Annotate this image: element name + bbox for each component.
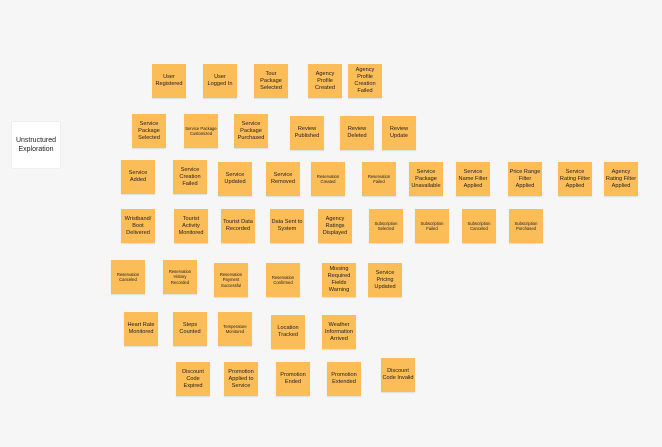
sticky-note[interactable]: Tourist Activity Monitored	[174, 209, 208, 243]
sticky-note[interactable]: Agency Ratings Displayed	[318, 209, 352, 243]
sticky-note[interactable]: Reservation Payment Successful	[214, 263, 248, 297]
sticky-note[interactable]: Subscription Failed	[415, 209, 449, 243]
sticky-note[interactable]: Review Deleted	[340, 116, 374, 150]
sticky-note[interactable]: Service Removed	[266, 162, 300, 196]
sticky-note[interactable]: Reservation History Recorded	[163, 260, 197, 294]
sticky-note[interactable]: Agency Profile Created	[308, 64, 342, 98]
sticky-note[interactable]: Location Tracked	[271, 315, 305, 349]
sticky-note[interactable]: Service Pricing Updated	[368, 263, 402, 297]
sticky-note[interactable]: Agency Profile Creation Failed	[348, 64, 382, 98]
sticky-note[interactable]: Discount Code Expired	[176, 362, 210, 396]
sticky-note[interactable]: Temperature Monitored	[218, 312, 252, 346]
sticky-note[interactable]: Subscription Selected	[369, 209, 403, 243]
sticky-note[interactable]: Service Added	[121, 160, 155, 194]
sticky-note[interactable]: Promotion Applied to Service	[224, 362, 258, 396]
sticky-note[interactable]: Review Update	[382, 116, 416, 150]
sticky-note[interactable]: Tourist Data Recorded	[221, 209, 255, 243]
sticky-note[interactable]: Price Range Filter Applied	[508, 162, 542, 196]
sticky-note[interactable]: Promotion Extended	[327, 362, 361, 396]
sticky-note[interactable]: Service Package Purchased	[234, 114, 268, 148]
sticky-note[interactable]: Missing Required Fields Warning	[322, 263, 356, 297]
sticky-note[interactable]: Data Sent to System	[270, 209, 304, 243]
sticky-note[interactable]: Tour Package Selected	[254, 64, 288, 98]
sticky-note[interactable]: Service Package Selected	[132, 114, 166, 148]
sticky-note[interactable]: Steps Counted	[173, 312, 207, 346]
sticky-note[interactable]: Subscription Canceled	[462, 209, 496, 243]
sticky-note[interactable]: Weather Information Arrived	[322, 315, 356, 349]
sticky-note[interactable]: Agency Rating Filter Applied	[604, 162, 638, 196]
sticky-note[interactable]: Reservation Confirmed	[266, 263, 300, 297]
section-label-card[interactable]: Unstructured Exploration	[12, 122, 60, 168]
sticky-note[interactable]: Wristband/ Boot Delivered	[121, 209, 155, 243]
sticky-note[interactable]: Subscription Purchased	[509, 209, 543, 243]
sticky-note[interactable]: Service Updated	[218, 162, 252, 196]
sticky-note[interactable]: Promotion Ended	[276, 362, 310, 396]
sticky-note[interactable]: Reservation Failed	[362, 162, 396, 196]
sticky-note[interactable]: Service Rating Filter Applied	[558, 162, 592, 196]
sticky-note[interactable]: Reservation Created	[311, 162, 345, 196]
sticky-note[interactable]: Service Name Filter Applied	[456, 162, 490, 196]
sticky-note[interactable]: Discount Code Invalid	[381, 358, 415, 392]
sticky-note[interactable]: Reservation Canceled	[111, 260, 145, 294]
sticky-note[interactable]: Service Creation Failed	[173, 160, 207, 194]
sticky-note[interactable]: User Logged In	[203, 64, 237, 98]
sticky-note[interactable]: Review Published	[290, 116, 324, 150]
sticky-note[interactable]: Service Package Customized	[184, 114, 218, 148]
sticky-note[interactable]: User Registered	[152, 64, 186, 98]
sticky-note[interactable]: Service Package Unavailable	[409, 162, 443, 196]
sticky-note[interactable]: Heart Rate Monitored	[124, 312, 158, 346]
